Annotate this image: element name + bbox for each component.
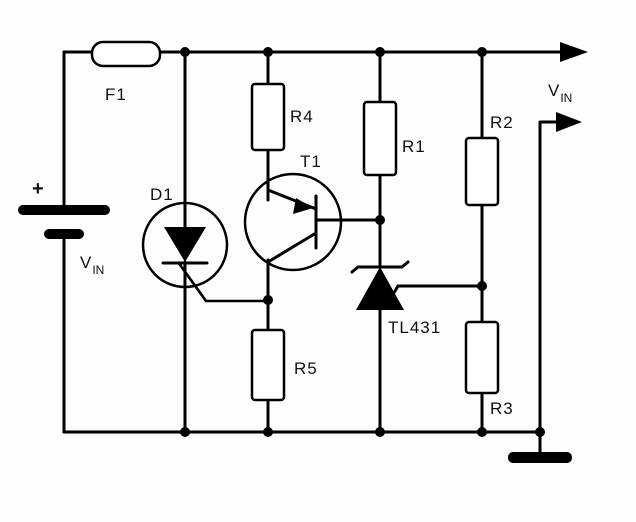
diode-d1-symbol	[141, 201, 229, 302]
resistor-r4	[250, 82, 286, 152]
vin-output-arrow-icon	[556, 112, 582, 132]
junction-dots	[180, 47, 545, 437]
resistor-r2	[464, 136, 500, 207]
battery-symbol	[18, 205, 110, 239]
resistor-r5	[250, 328, 286, 402]
label-output-voltage-main: V	[548, 81, 560, 100]
resistor-r1	[362, 100, 398, 177]
label-battery-voltage-sub: IN	[92, 263, 104, 277]
transistor-t1-symbol	[243, 172, 343, 272]
label-d1: D1	[150, 185, 174, 204]
label-battery-voltage-main: V	[80, 253, 92, 272]
label-output-voltage: VIN	[548, 81, 572, 105]
label-output-voltage-sub: IN	[560, 91, 572, 105]
label-f1: F1	[105, 85, 127, 104]
label-r4: R4	[290, 107, 314, 126]
fuse-symbol	[90, 40, 162, 68]
label-r2: R2	[490, 113, 514, 132]
resistor-r3	[464, 320, 500, 395]
label-battery-plus: +	[32, 178, 44, 200]
top-output-arrow-icon	[560, 42, 588, 62]
label-r3: R3	[490, 399, 514, 418]
label-battery-voltage: VIN	[80, 253, 104, 277]
label-t1: T1	[300, 152, 322, 171]
tl431-symbol	[350, 260, 410, 310]
label-tl431: TL431	[388, 318, 441, 337]
label-r5: R5	[294, 359, 318, 378]
ground-bar	[508, 452, 572, 463]
label-r1: R1	[402, 137, 426, 156]
